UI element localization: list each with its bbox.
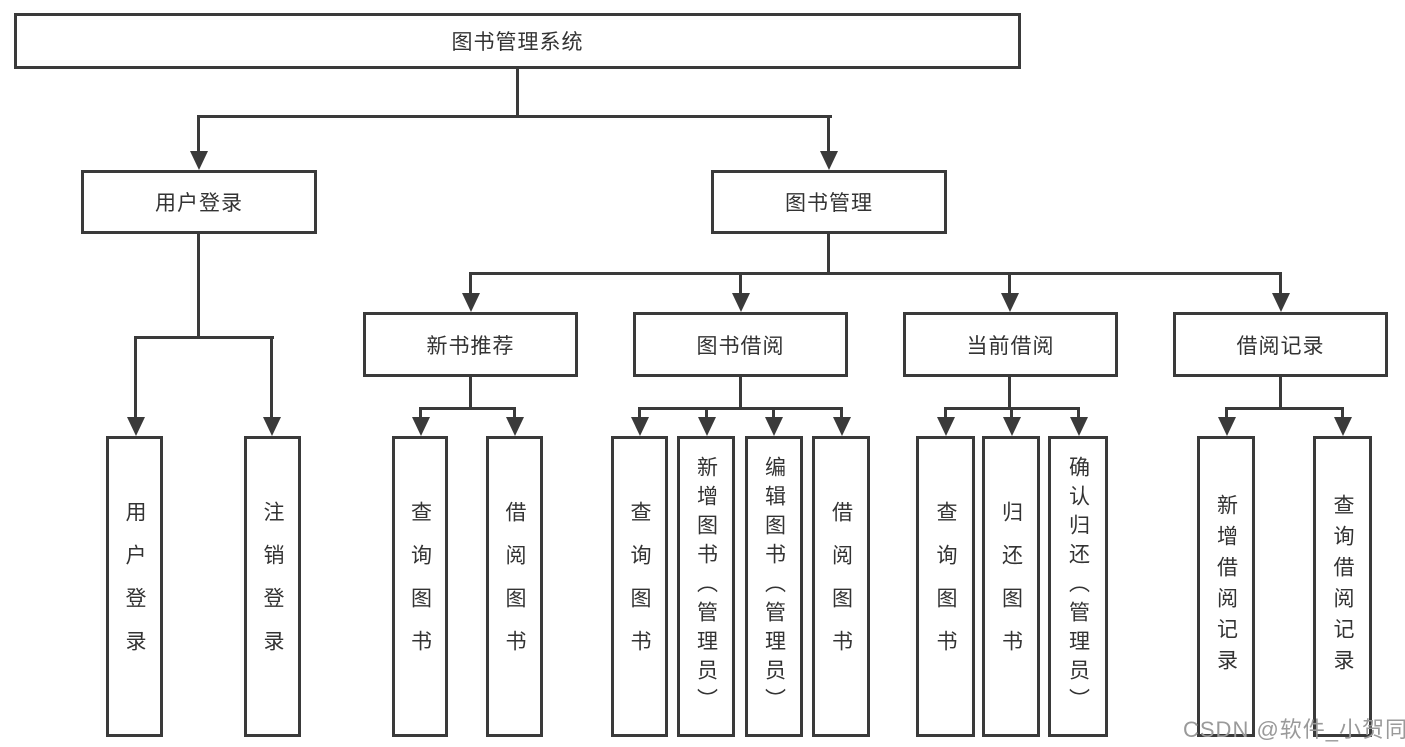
connector-root-bar: [197, 115, 832, 118]
connector-currentborrow-stem: [1008, 377, 1011, 410]
connector-stem-book-mgmt: [827, 117, 830, 153]
leaf-label: 确认归还（管理员）: [1066, 456, 1090, 717]
arrowhead-leaf-login: [127, 417, 145, 436]
csdn-watermark: CSDN @软件_小贺同学: [1183, 717, 1405, 742]
arrowhead-cb-query: [937, 417, 955, 436]
connector-stem-bb-borrow: [840, 409, 843, 420]
leaf-label: 用户登录: [123, 500, 146, 673]
node-label: 图书借阅: [696, 334, 785, 358]
connector-stem-bb-query: [638, 409, 641, 420]
arrowhead-bb-edit: [765, 417, 783, 436]
connector-userlogin-bar: [134, 336, 274, 339]
leaf-records-query-record: 查询借阅记录: [1313, 436, 1372, 737]
connector-userlogin-stem: [197, 234, 200, 338]
leaf-current-return-books: 归还图书: [982, 436, 1040, 737]
leaf-label: 查询借阅记录: [1331, 493, 1354, 680]
leaf-newbook-borrow-books: 借阅图书: [486, 436, 543, 737]
node-root-library-system: 图书管理系统: [14, 13, 1021, 69]
connector-stem-book-borrow: [739, 274, 742, 296]
connector-stem-cb-return: [1010, 409, 1013, 420]
connector-stem-rec-query: [1341, 409, 1344, 420]
node-label: 用户登录: [155, 192, 243, 215]
node-label: 当前借阅: [966, 334, 1055, 358]
connector-bookborrow-stem: [739, 377, 742, 410]
connector-stem-current-borrow: [1008, 274, 1011, 296]
leaf-label: 归还图书: [999, 500, 1023, 673]
leaf-current-confirm-return-admin: 确认归还（管理员）: [1048, 436, 1108, 737]
arrowhead-bb-query: [631, 417, 649, 436]
leaf-current-query-books: 查询图书: [916, 436, 975, 737]
connector-stem-nb-query: [419, 409, 422, 420]
leaf-newbook-query-books: 查询图书: [392, 436, 448, 737]
connector-stem-leaf-logout: [270, 338, 273, 419]
leaf-borrow-add-books-admin: 新增图书（管理员）: [677, 436, 735, 737]
leaf-logout: 注销登录: [244, 436, 301, 737]
arrowhead-new-book: [462, 293, 480, 312]
node-book-borrow: 图书借阅: [633, 312, 848, 377]
leaf-label: 新增图书（管理员）: [694, 456, 718, 717]
arrowhead-rec-query: [1334, 417, 1352, 436]
arrowhead-bb-add: [698, 417, 716, 436]
arrowhead-nb-query: [412, 417, 430, 436]
connector-currentborrow-bar: [944, 407, 1080, 410]
node-new-book-recommend: 新书推荐: [363, 312, 578, 377]
arrowhead-borrow-records: [1272, 293, 1290, 312]
leaf-label: 注销登录: [261, 500, 284, 673]
connector-stem-bb-add: [705, 409, 708, 420]
connector-stem-nb-borrow: [513, 409, 516, 420]
leaf-borrow-edit-books-admin: 编辑图书（管理员）: [745, 436, 803, 737]
node-label: 借阅记录: [1236, 334, 1325, 358]
arrowhead-nb-borrow: [506, 417, 524, 436]
arrowhead-cb-confirm: [1070, 417, 1088, 436]
connector-records-stem: [1279, 377, 1282, 410]
leaf-label: 借阅图书: [503, 500, 526, 673]
leaf-records-add-record: 新增借阅记录: [1197, 436, 1255, 737]
arrowhead-cb-return: [1003, 417, 1021, 436]
connector-bookmgmt-stem: [827, 234, 830, 275]
leaf-label: 查询图书: [408, 500, 432, 673]
arrowhead-current-borrow: [1001, 293, 1019, 312]
connector-stem-cb-confirm: [1077, 409, 1080, 420]
connector-stem-cb-query: [944, 409, 947, 420]
node-book-management: 图书管理: [711, 170, 947, 234]
connector-stem-user-login: [197, 117, 200, 153]
connector-bookborrow-bar: [638, 407, 843, 410]
leaf-borrow-borrow-books: 借阅图书: [812, 436, 870, 737]
node-borrow-records: 借阅记录: [1173, 312, 1388, 377]
connector-newbook-stem: [469, 377, 472, 410]
arrowhead-rec-add: [1218, 417, 1236, 436]
node-label: 新书推荐: [426, 334, 515, 358]
connector-stem-rec-add: [1225, 409, 1228, 420]
node-user-login: 用户登录: [81, 170, 317, 234]
arrowhead-user-login: [190, 151, 208, 170]
node-label: 图书管理: [785, 192, 873, 215]
leaf-label: 编辑图书（管理员）: [762, 456, 786, 717]
connector-newbook-bar: [419, 407, 516, 410]
connector-records-bar: [1225, 407, 1344, 410]
node-current-borrow: 当前借阅: [903, 312, 1118, 377]
leaf-label: 查询图书: [628, 500, 651, 673]
connector-stem-leaf-login: [134, 338, 137, 419]
connector-stem-new-book: [469, 274, 472, 296]
arrowhead-leaf-logout: [263, 417, 281, 436]
connector-stem-bb-edit: [772, 409, 775, 420]
leaf-user-login: 用户登录: [106, 436, 163, 737]
connector-stem-borrow-records: [1279, 274, 1282, 296]
leaf-label: 借阅图书: [829, 500, 853, 673]
leaf-label: 新增借阅记录: [1214, 493, 1238, 680]
node-label: 图书管理系统: [451, 31, 584, 54]
leaf-borrow-query-books: 查询图书: [611, 436, 668, 737]
connector-root-stem: [516, 68, 519, 116]
arrowhead-book-mgmt: [820, 151, 838, 170]
connector-bookmgmt-bar: [469, 272, 1282, 275]
arrowhead-book-borrow: [732, 293, 750, 312]
arrowhead-bb-borrow: [833, 417, 851, 436]
leaf-label: 查询图书: [934, 500, 957, 673]
